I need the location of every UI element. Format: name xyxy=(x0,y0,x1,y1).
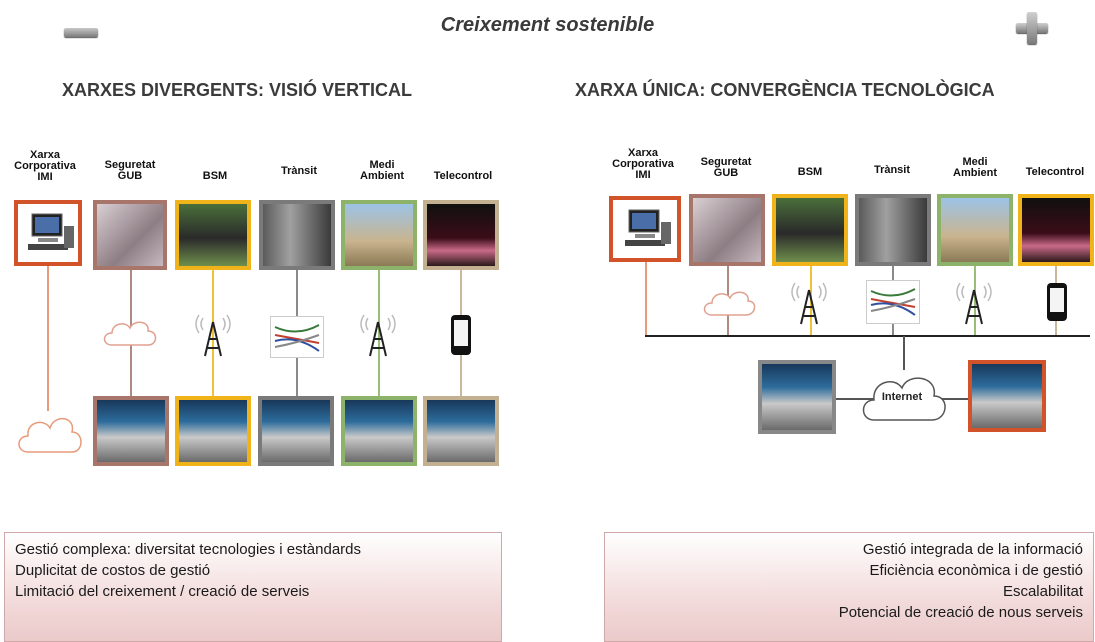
cloud-icon xyxy=(18,418,82,453)
line-bus-internet xyxy=(903,336,905,370)
label-telecontrol-left: Telecontrol xyxy=(433,170,493,182)
computer-icon xyxy=(28,213,74,250)
bsm-box xyxy=(772,194,848,266)
control-room-icon xyxy=(258,396,334,466)
summary-line: Potencial de creació de nous serveis xyxy=(838,604,1083,621)
label-bsm-left: BSM xyxy=(202,170,228,182)
bsm-box xyxy=(175,200,251,270)
label-transit-left: Trànsit xyxy=(280,165,318,177)
xarxa-box xyxy=(14,200,82,266)
seguretat-box xyxy=(93,200,167,270)
cables-icon xyxy=(866,280,920,324)
page-title: Creixement sostenible xyxy=(440,14,655,36)
label-telecontrol-right: Telecontrol xyxy=(1025,166,1085,178)
transit-box xyxy=(259,200,335,270)
control-room-icon xyxy=(758,360,836,434)
label-transit-right: Trànsit xyxy=(873,164,911,176)
internet-label: Internet xyxy=(881,391,923,403)
line-xarxa xyxy=(47,266,49,411)
smartphone-icon xyxy=(1047,283,1067,321)
minus-icon xyxy=(64,28,98,37)
cloud-icon xyxy=(703,291,756,316)
medi-box xyxy=(341,200,417,270)
antenna-tower-icon xyxy=(791,282,827,325)
right-heading: XARXA ÚNICA: CONVERGÈNCIA TECNOLÒGICA xyxy=(575,80,995,100)
label-bsm-right: BSM xyxy=(797,166,823,178)
right-summary-box: Gestió integrada de la informació Eficiè… xyxy=(604,532,1094,642)
line-medi xyxy=(974,266,976,336)
plus-icon xyxy=(1016,12,1048,44)
telecontrol-box xyxy=(423,200,499,270)
left-summary-box: Gestió complexa: diversitat tecnologies … xyxy=(4,532,502,642)
line-medi xyxy=(378,270,380,396)
line-xarxa xyxy=(645,262,647,336)
antenna-tower-icon xyxy=(195,314,231,357)
antenna-tower-icon xyxy=(360,314,396,357)
medi-box xyxy=(937,194,1013,266)
antenna-tower-icon xyxy=(956,282,992,325)
summary-line: Eficiència econòmica i de gestió xyxy=(869,562,1083,579)
telecontrol-box xyxy=(1018,194,1094,266)
left-heading: XARXES DIVERGENTS: VISIÓ VERTICAL xyxy=(62,80,413,100)
seguretat-box xyxy=(689,194,765,266)
control-room-icon xyxy=(423,396,499,466)
control-room-icon xyxy=(341,396,417,466)
network-bus xyxy=(645,335,1090,337)
summary-line: Limitació del creixement / creació de se… xyxy=(15,583,310,600)
smartphone-icon xyxy=(451,315,471,355)
control-room-icon xyxy=(175,396,251,466)
xarxa-box xyxy=(609,196,681,262)
cables-icon xyxy=(270,316,324,358)
line-bsm xyxy=(212,270,214,396)
summary-line: Duplicitat de costos de gestió xyxy=(15,562,211,579)
summary-line: Gestió complexa: diversitat tecnologies … xyxy=(15,541,362,558)
summary-line: Escalabilitat xyxy=(1002,583,1083,600)
control-room-icon xyxy=(93,396,169,466)
control-room-icon xyxy=(968,360,1046,432)
cloud-icon xyxy=(103,321,157,346)
computer-icon xyxy=(625,209,671,246)
cloud-icon xyxy=(862,377,946,421)
summary-line: Gestió integrada de la informació xyxy=(862,541,1083,558)
transit-box xyxy=(855,194,931,266)
